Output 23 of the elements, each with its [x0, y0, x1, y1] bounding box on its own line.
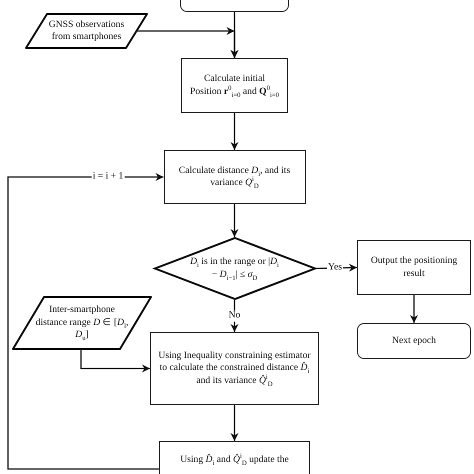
node-text: Output the positioning result	[370, 255, 458, 280]
node-text: Using D̂$_{i}$ and Q̂$^{i}$$_{D}$ update the	[180, 454, 289, 466]
input-parallelogram	[12, 296, 152, 350]
node-text: GNSS observations from smartphones	[48, 18, 126, 44]
node-text: D$_{i}$ is in the range or |D$_{i}$ − D$_{i−1}$| ≤ σ$_{D}$	[189, 256, 280, 281]
terminal-box	[357, 323, 471, 359]
node-text: Next epoch	[392, 334, 436, 348]
arrow	[410, 295, 418, 323]
arrow	[230, 113, 238, 150]
edge-label: No	[228, 310, 242, 322]
process-box	[150, 332, 319, 405]
process-box	[164, 150, 306, 204]
node-text: Inter-smartphone distance range D ∈ [D$_{l}$, D$_{u}$]	[34, 304, 130, 342]
process-box	[357, 240, 471, 295]
arrow	[230, 405, 238, 441]
arrow	[80, 350, 150, 372]
input-parallelogram	[25, 13, 148, 49]
arrow	[230, 204, 238, 237]
decision-diamond	[154, 237, 316, 300]
arrow	[315, 264, 358, 272]
process-box	[181, 58, 288, 113]
arrow	[137, 27, 238, 58]
arrow	[7, 173, 164, 470]
